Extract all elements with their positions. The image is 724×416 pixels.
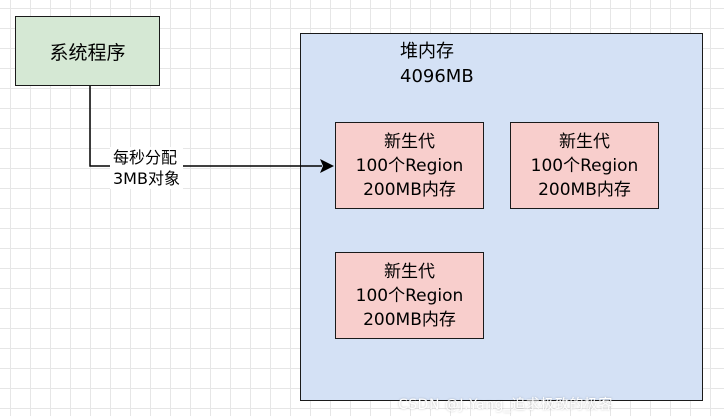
- watermark-text: CSDN @J.Yang_追求极致的极客: [398, 397, 613, 413]
- region-memory: 200MB内存: [363, 309, 456, 330]
- heap-memory-title: 堆内存 4096MB: [400, 39, 474, 89]
- region-count: 100个Region: [355, 285, 464, 306]
- young-gen-region-1: 新生代 100个Region 200MB内存: [335, 122, 484, 209]
- region-memory: 200MB内存: [538, 179, 631, 200]
- heap-memory-size: 4096MB: [400, 66, 474, 87]
- region-name: 新生代: [384, 131, 435, 152]
- allocation-rate-line2: 3MB对象: [113, 169, 180, 188]
- region-count: 100个Region: [530, 155, 639, 176]
- region-name: 新生代: [559, 131, 610, 152]
- heap-memory-name: 堆内存: [400, 41, 454, 62]
- system-program-node: 系统程序: [15, 16, 160, 86]
- region-name: 新生代: [384, 261, 435, 282]
- system-program-label: 系统程序: [49, 41, 126, 64]
- allocation-rate-label: 每秒分配 3MB对象: [110, 147, 183, 189]
- young-gen-region-3: 新生代 100个Region 200MB内存: [335, 252, 484, 339]
- young-gen-region-2: 新生代 100个Region 200MB内存: [510, 122, 659, 209]
- region-memory: 200MB内存: [363, 179, 456, 200]
- allocation-rate-line1: 每秒分配: [113, 148, 178, 167]
- heap-memory-container: [300, 33, 703, 401]
- region-count: 100个Region: [355, 155, 464, 176]
